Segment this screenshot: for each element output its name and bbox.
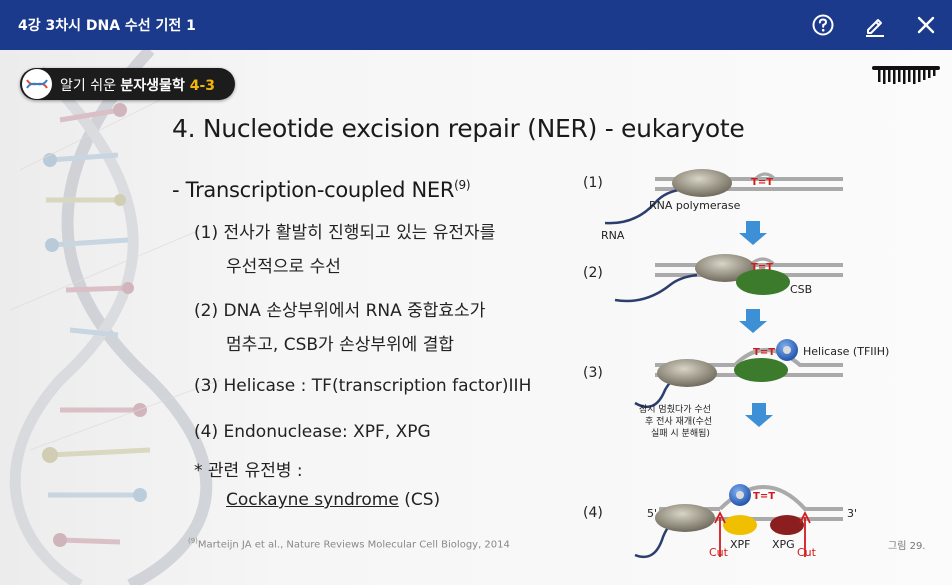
lesion-step-2: T=T	[751, 262, 773, 273]
title-bar: 4강 3차시 DNA 수선 기전 1	[0, 0, 952, 50]
arrow-down-2	[739, 309, 767, 333]
csb-protein	[736, 269, 790, 295]
csb-protein-step-3	[734, 358, 788, 382]
cut-right-label: Cut	[797, 546, 817, 559]
badge-prefix: 알기 쉬운	[60, 78, 121, 94]
step-2-label: (2)	[583, 265, 603, 281]
rna-polymerase-label: RNA polymerase	[649, 199, 741, 212]
cut-left-label: Cut	[709, 546, 729, 559]
disease-abbr: (CS)	[398, 490, 441, 510]
dna-helix-background	[9, 50, 221, 585]
citation-ref: (9)	[188, 537, 198, 545]
item-1-line-1: (1) 전사가 활발히 진행되고 있는 유전자를	[194, 223, 496, 243]
csb-label: CSB	[790, 283, 812, 296]
window-title: 4강 3차시 DNA 수선 기전 1	[18, 18, 196, 34]
bullet-heading-text: - Transcription-coupled NER	[172, 178, 455, 202]
item-2-line-2: 멈추고, CSB가 손상부위에 결합	[226, 335, 454, 355]
item-5: * 관련 유전병 :	[194, 461, 303, 481]
xpg-protein	[770, 515, 804, 535]
help-button[interactable]	[810, 12, 836, 38]
helicase-label: Helicase (TFIIH)	[803, 345, 889, 358]
rna-label: RNA	[601, 229, 625, 242]
barcode-logo-icon	[872, 66, 940, 84]
close-button[interactable]	[913, 12, 939, 38]
step-4-label: (4)	[583, 505, 603, 521]
badge-number: 4-3	[189, 78, 215, 94]
rna-polymerase-step-2	[695, 254, 755, 282]
xpf-protein	[723, 515, 757, 535]
help-circle-icon	[812, 14, 834, 36]
badge-course-name: 분자생물학	[120, 78, 190, 94]
rna-polymerase-step-3	[657, 359, 717, 387]
note-line-3: 실패 시 분해됨)	[651, 427, 710, 439]
lesion-step-1: T=T	[751, 177, 773, 188]
citation: (9)Marteijn JA et al., Nature Reviews Mo…	[188, 537, 510, 550]
step-1-label: (1)	[583, 175, 603, 191]
pencil-icon	[866, 19, 884, 37]
three-prime-label: 3'	[847, 507, 857, 520]
item-1-line-2: 우선적으로 수선	[226, 257, 341, 277]
step-3-label: (3)	[583, 365, 603, 381]
ner-diagram: (1) T=T RNA polymerase RNA (2) T=T CSB (…	[583, 169, 889, 559]
lesion-step-4: T=T	[753, 491, 775, 502]
citation-text: Marteijn JA et al., Nature Reviews Molec…	[197, 539, 510, 551]
rna-polymerase-step-1	[672, 169, 732, 197]
item-3: (3) Helicase : TF(transcription factor)I…	[194, 376, 532, 396]
edit-button[interactable]	[862, 12, 888, 38]
rna-polymerase-step-4	[655, 504, 715, 532]
item-6: Cockayne syndrome (CS)	[226, 490, 440, 510]
xpf-label: XPF	[730, 538, 751, 551]
close-icon	[917, 16, 935, 34]
arrow-down-1	[739, 221, 767, 245]
arrow-down-3	[745, 403, 773, 427]
bullet-reference: (9)	[454, 178, 471, 192]
note-line-1: 잠시 멈췄다가 수선	[639, 404, 711, 415]
course-badge: 알기 쉬운 분자생물학 4-3	[20, 68, 235, 100]
item-4: (4) Endonuclease: XPF, XPG	[194, 422, 431, 442]
dna-logo-icon	[22, 69, 52, 99]
xpg-label: XPG	[772, 538, 795, 551]
bullet-heading: - Transcription-coupled NER(9)	[172, 178, 471, 202]
item-2-line-1: (2) DNA 손상부위에서 RNA 중합효소가	[194, 301, 486, 321]
figure-label: 그림 29.	[888, 541, 926, 552]
note-line-2: 후 전사 재개(수선	[645, 416, 712, 427]
disease-name: Cockayne syndrome	[226, 490, 399, 510]
slide-heading: 4. Nucleotide excision repair (NER) - eu…	[172, 114, 745, 143]
lesion-step-3: T=T	[753, 347, 775, 358]
lecture-slide: 알기 쉬운 분자생물학 4-3 4. Nucleotide excision r…	[0, 50, 952, 585]
five-prime-label: 5'	[647, 507, 657, 520]
